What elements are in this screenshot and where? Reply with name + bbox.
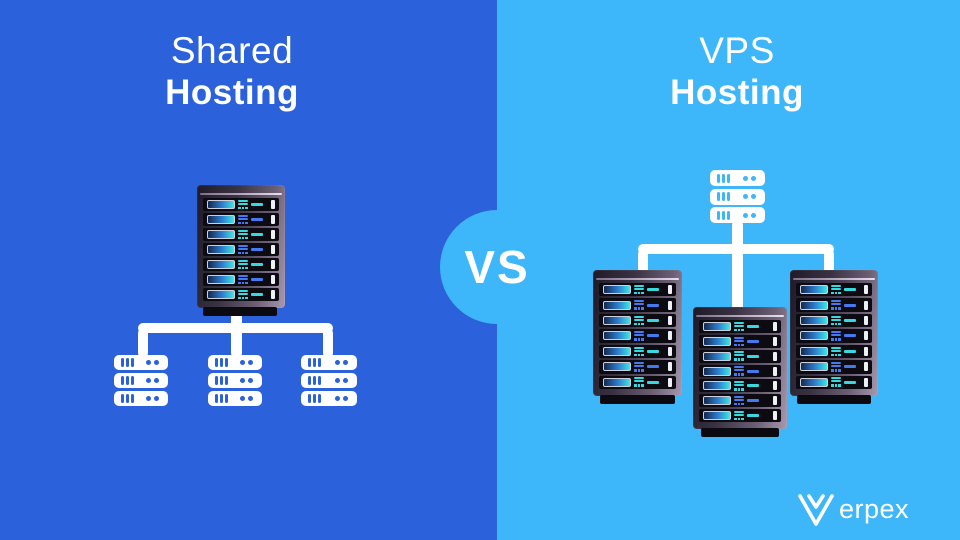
server-unit (699, 364, 781, 378)
vps-title-line1: VPS (699, 30, 775, 71)
shared-title-line1: Shared (170, 30, 294, 71)
mini-server-unit (208, 373, 262, 388)
server-unit (796, 298, 872, 312)
server-unit (796, 360, 872, 374)
server-unit (203, 258, 279, 271)
rack-unit-list (203, 198, 279, 301)
vps-hosting-title: VPS Hosting (507, 31, 960, 112)
mini-server-unit (710, 188, 765, 205)
server-unit (699, 349, 781, 363)
server-unit (203, 243, 279, 256)
verpex-wordmark-text: erpex (839, 493, 910, 524)
mini-server-unit (208, 391, 262, 406)
vps-hosting-panel (497, 0, 960, 540)
server-unit (699, 320, 781, 333)
rack-unit-list (796, 283, 872, 389)
server-unit (796, 283, 872, 297)
connector-line (323, 328, 333, 358)
vs-badge: VS (440, 210, 554, 324)
rack-base-shadow (701, 428, 779, 437)
connector-line (138, 328, 148, 358)
server-unit (203, 273, 279, 286)
server-unit (203, 288, 279, 301)
server-rack-icon (693, 307, 787, 429)
vs-label: VS (464, 241, 530, 293)
client-server-stack-icon (114, 355, 168, 406)
verpex-logo-icon (795, 490, 837, 528)
server-unit (203, 213, 279, 226)
mini-server-unit (710, 170, 765, 186)
mini-server-unit (301, 391, 357, 406)
connector-line (638, 244, 834, 254)
mini-server-unit (114, 355, 168, 370)
verpex-logo: erpex (795, 489, 909, 529)
server-unit (599, 329, 676, 343)
server-unit (699, 379, 781, 393)
mini-server-unit (208, 355, 262, 370)
rack-base-shadow (600, 395, 675, 404)
server-unit (599, 283, 676, 297)
server-unit (203, 228, 279, 241)
rack-unit-list (699, 320, 781, 423)
server-unit (599, 360, 676, 374)
shared-hosting-title: Shared Hosting (2, 31, 462, 112)
mini-server-unit (301, 355, 357, 370)
rack-unit-list (599, 283, 676, 389)
origin-server-stack-icon (710, 170, 765, 223)
connector-line (732, 220, 743, 312)
shared-title-line2: Hosting (165, 73, 299, 112)
mini-server-unit (114, 373, 168, 388)
server-rack-icon (593, 270, 682, 396)
server-rack-icon (790, 270, 878, 396)
server-unit (599, 344, 676, 359)
server-unit (699, 394, 781, 408)
connector-line (638, 249, 648, 274)
server-rack-icon (197, 185, 285, 308)
connector-line (138, 323, 333, 333)
connector-line (824, 249, 834, 274)
mini-server-unit (114, 391, 168, 406)
server-unit (599, 313, 676, 328)
server-unit (599, 298, 676, 312)
server-unit (796, 344, 872, 359)
client-server-stack-icon (208, 355, 262, 406)
server-unit (796, 329, 872, 343)
server-unit (203, 198, 279, 211)
client-server-stack-icon (301, 355, 357, 406)
server-unit (699, 409, 781, 423)
mini-server-unit (301, 373, 357, 388)
rack-base-shadow (797, 395, 871, 404)
server-unit (796, 313, 872, 328)
rack-base-shadow (203, 307, 277, 316)
server-unit (796, 375, 872, 389)
connector-line (231, 312, 242, 358)
vps-title-line2: Hosting (670, 73, 804, 112)
server-unit (699, 334, 781, 348)
mini-server-unit (710, 207, 765, 223)
server-unit (599, 375, 676, 389)
